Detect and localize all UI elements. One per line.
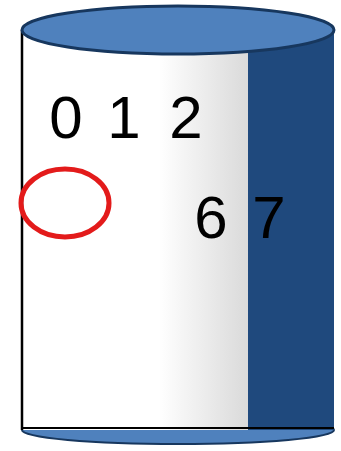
cylinder-base-line <box>22 427 334 429</box>
cylinder-top <box>22 6 334 54</box>
cylinder-body <box>22 30 250 430</box>
slot-number: 1 <box>107 88 140 148</box>
slot-number: 2 <box>169 88 202 148</box>
slot-number: 6 <box>194 188 227 248</box>
slot-number: 0 <box>49 88 82 148</box>
cylinder-edge <box>21 30 24 430</box>
slot-number: 7 <box>252 188 285 248</box>
cylinder-shade <box>248 30 334 430</box>
empty-slot-marker <box>21 169 109 237</box>
